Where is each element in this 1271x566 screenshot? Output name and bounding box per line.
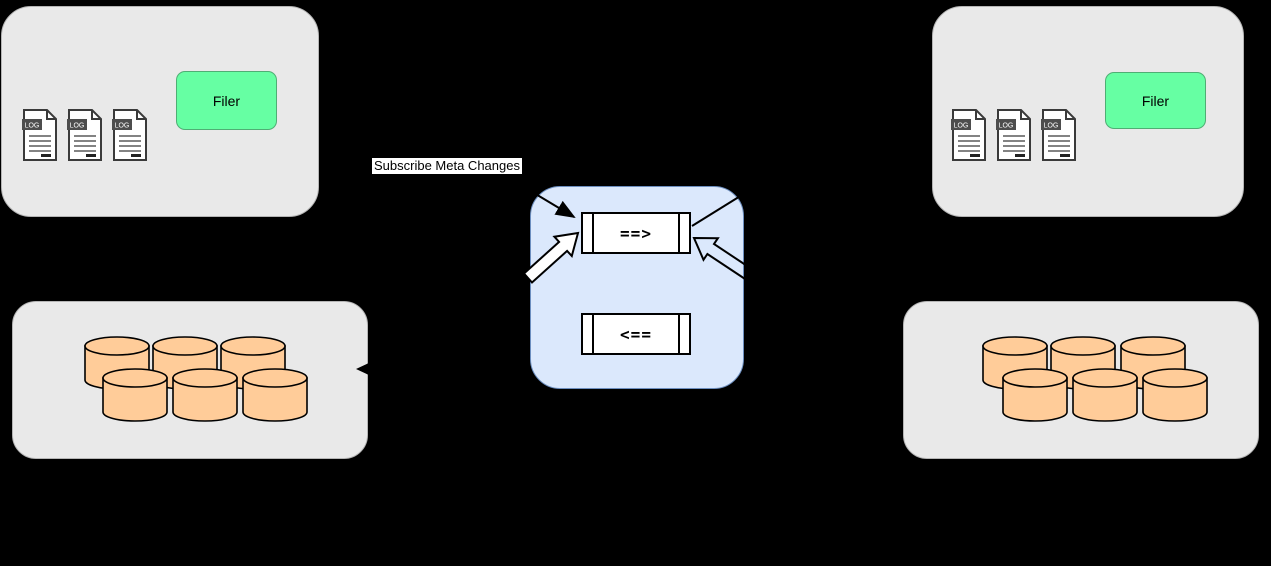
left-log-files-group: LOG LOG LOG [21,109,149,161]
left-filer-node: Filer [176,71,277,130]
log-file-icon: LOG [996,109,1031,161]
log-file-icon: LOG [67,109,102,161]
log-badge-label: LOG [70,123,85,130]
log-badge-label: LOG [1044,123,1059,130]
backward-replication-label: <== [620,324,652,344]
log-badge-label: LOG [25,123,40,130]
backward-replication-queue: <== [581,313,691,355]
replicator-panel: ==> <== [530,186,744,389]
database-cylinder-icon [242,368,308,422]
database-cylinder-icon [102,368,168,422]
log-file-icon: LOG [112,109,147,161]
left-filer-label: Filer [212,92,241,109]
right-volume-panel [903,301,1259,459]
left-volume-panel [12,301,368,459]
left-filer-panel: LOG LOG LOG [1,6,319,217]
right-log-files-group: LOG LOG LOG [950,109,1078,161]
database-cylinder-icon [1142,368,1208,422]
forward-replication-label: ==> [620,223,652,243]
log-file-icon: LOG [22,109,57,161]
log-badge-label: LOG [115,123,130,130]
subscribe-meta-changes-label: Subscribe Meta Changes [372,158,522,174]
database-cylinder-icon [172,368,238,422]
forward-replication-queue: ==> [581,212,691,254]
right-filer-label: Filer [1141,92,1170,109]
right-filer-panel: LOG LOG LOG [932,6,1244,217]
log-file-icon: LOG [1041,109,1076,161]
log-badge-label: LOG [999,123,1014,130]
right-filer-node: Filer [1105,72,1206,129]
database-cylinder-icon [1072,368,1138,422]
log-file-icon: LOG [951,109,986,161]
log-badge-label: LOG [954,123,969,130]
database-cylinder-icon [1002,368,1068,422]
